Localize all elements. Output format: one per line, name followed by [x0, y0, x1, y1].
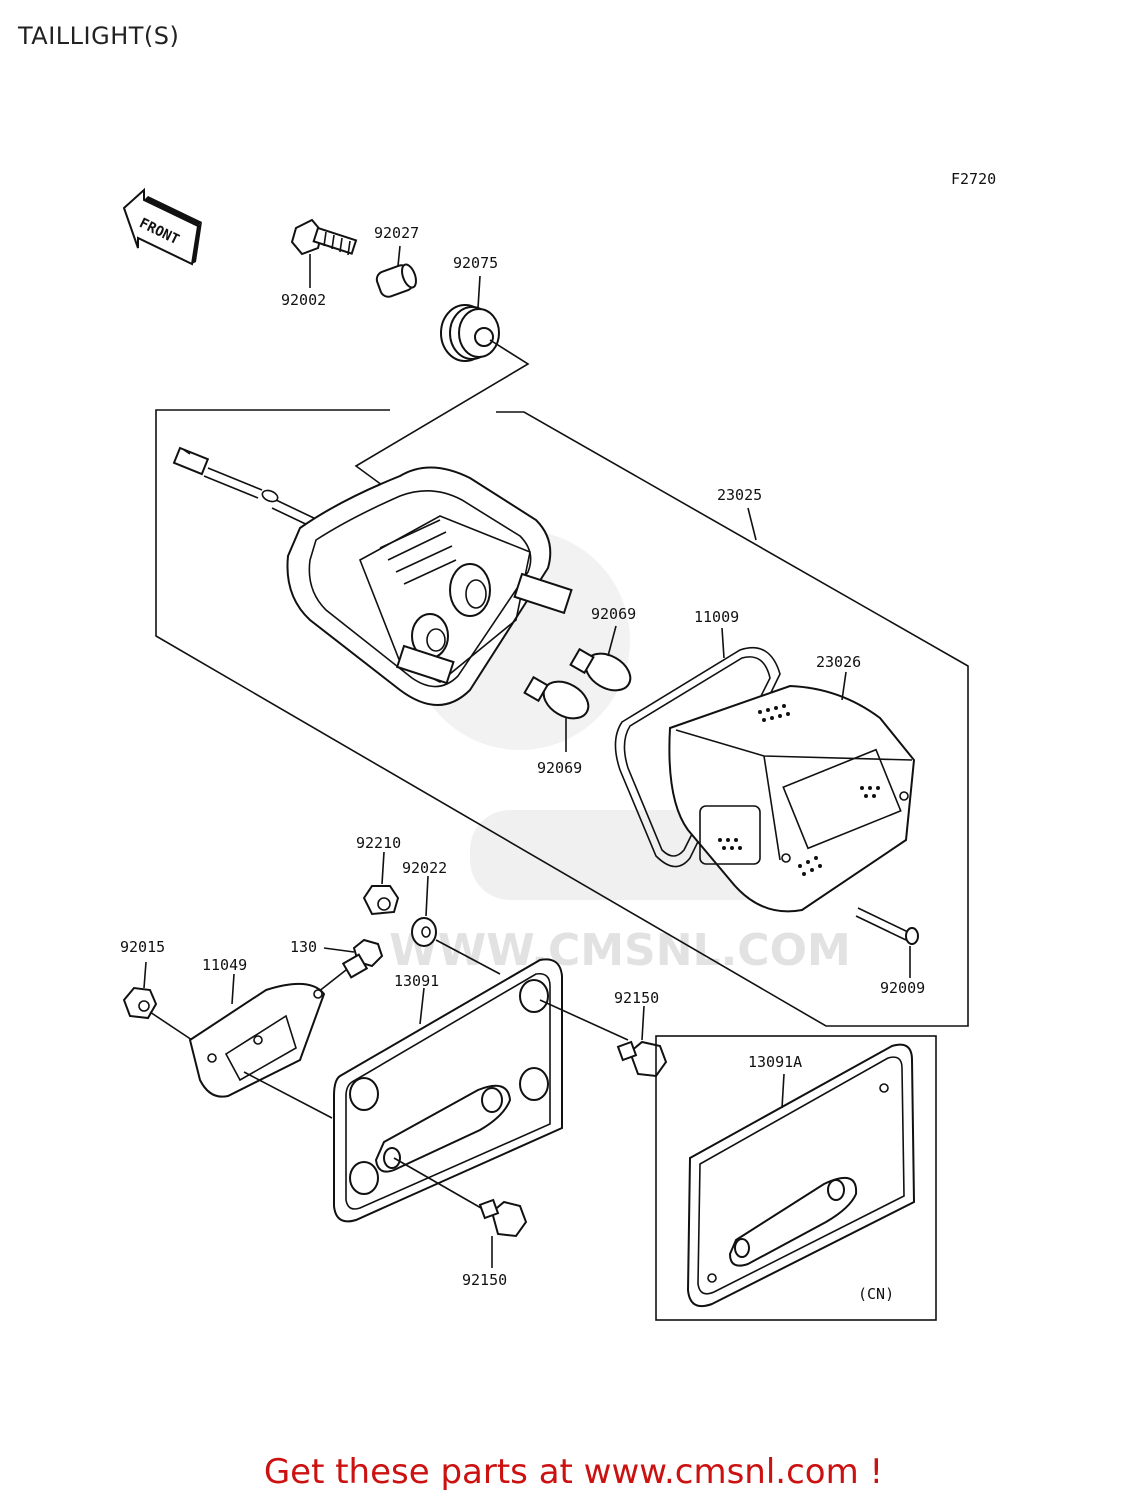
part-number-92002: 92002: [281, 291, 326, 309]
grommet-92075: [440, 275, 500, 362]
nut-92210: [362, 851, 400, 916]
collar-92027: [375, 245, 417, 298]
gasket-11009: [614, 627, 781, 868]
page-title: TAILLIGHT(S): [18, 22, 180, 50]
assembly-boundary-23025: [155, 409, 969, 1027]
part-number-92075: 92075: [453, 254, 498, 272]
part-number-23026: 23026: [816, 653, 861, 671]
part-number-11009: 11009: [694, 608, 739, 626]
part-number-92027: 92027: [374, 224, 419, 242]
cn-note: (CN): [858, 1285, 894, 1303]
variant-box-cn: [655, 1035, 937, 1321]
part-number-92069-lower: 92069: [537, 759, 582, 777]
part-number-92022: 92022: [402, 859, 447, 877]
wire-connector-icon: [172, 446, 319, 529]
front-arrow-icon: FRONT: [122, 187, 202, 266]
part-number-130: 130: [290, 938, 317, 956]
diagram-code: F2720: [951, 170, 996, 188]
license-plate-bracket-13091: [333, 958, 629, 1223]
bolt-92002: [290, 218, 358, 288]
nut-92015: [122, 961, 199, 1045]
part-number-92210: 92210: [356, 834, 401, 852]
part-number-11049: 11049: [202, 956, 247, 974]
watermark-text: WWW.CMSNL.COM: [389, 925, 851, 976]
screw-92150-bottom: [478, 1198, 528, 1268]
part-number-92015: 92015: [120, 938, 165, 956]
part-number-92009: 92009: [880, 979, 925, 997]
washer-92022: [411, 875, 501, 975]
bracket-11049: [188, 973, 333, 1119]
bolt-130: [317, 938, 384, 993]
part-number-92150-right: 92150: [614, 989, 659, 1007]
part-number-92150-bottom: 92150: [462, 1271, 507, 1289]
screw-92150-right: [616, 1005, 668, 1078]
part-number-13091: 13091: [394, 972, 439, 990]
license-plate-bracket-13091A: [686, 1043, 916, 1308]
screw-92009: [855, 907, 919, 978]
part-number-23025: 23025: [717, 486, 762, 504]
part-number-92069-upper: 92069: [591, 605, 636, 623]
taillight-housing: [286, 466, 573, 706]
part-number-13091A: 13091A: [748, 1053, 802, 1071]
bulb-92069-lower: [523, 675, 590, 752]
bulb-92069-upper: [569, 625, 632, 692]
footer-link-text[interactable]: Get these parts at www.cmsnl.com !: [263, 1452, 884, 1492]
lens-23026: [668, 671, 916, 913]
